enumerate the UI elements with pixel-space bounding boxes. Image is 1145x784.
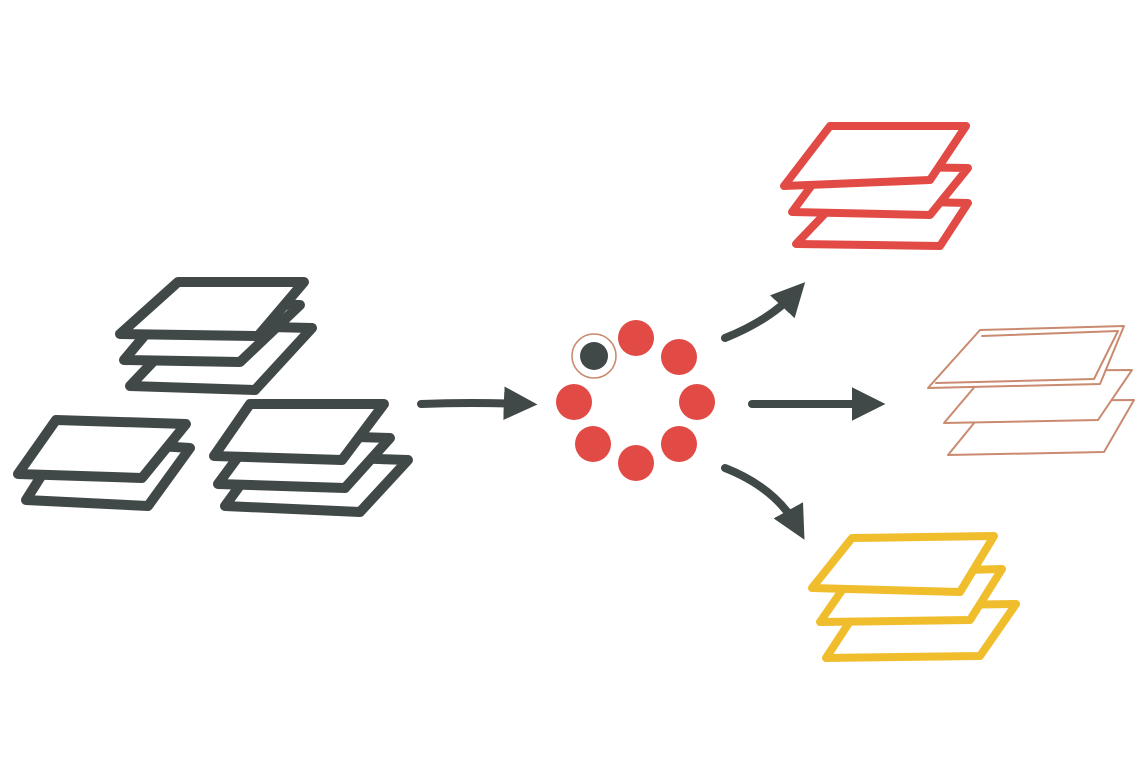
hub-ring-icon	[556, 320, 715, 481]
hub-dot	[618, 320, 654, 356]
hub-dot	[556, 384, 592, 420]
arrow-hub-to-yellow	[721, 464, 805, 540]
hub-dot	[661, 339, 697, 375]
red-stack-icon	[780, 122, 972, 250]
hub-dot	[618, 445, 654, 481]
hub-dot	[575, 426, 611, 462]
input-left-sheets	[13, 415, 195, 511]
input-right-sheets	[209, 399, 413, 517]
hub-dot	[679, 384, 715, 420]
arrow-input-to-hub	[417, 386, 538, 421]
arrow-hub-to-red	[721, 282, 806, 342]
hub-dot-highlight	[580, 342, 608, 370]
input-top-sheets	[115, 277, 317, 395]
peach-stack-icon	[927, 325, 1135, 456]
input-stack-icon	[13, 277, 413, 517]
yellow-stack-icon	[808, 532, 1020, 662]
hub-dot	[661, 426, 697, 462]
